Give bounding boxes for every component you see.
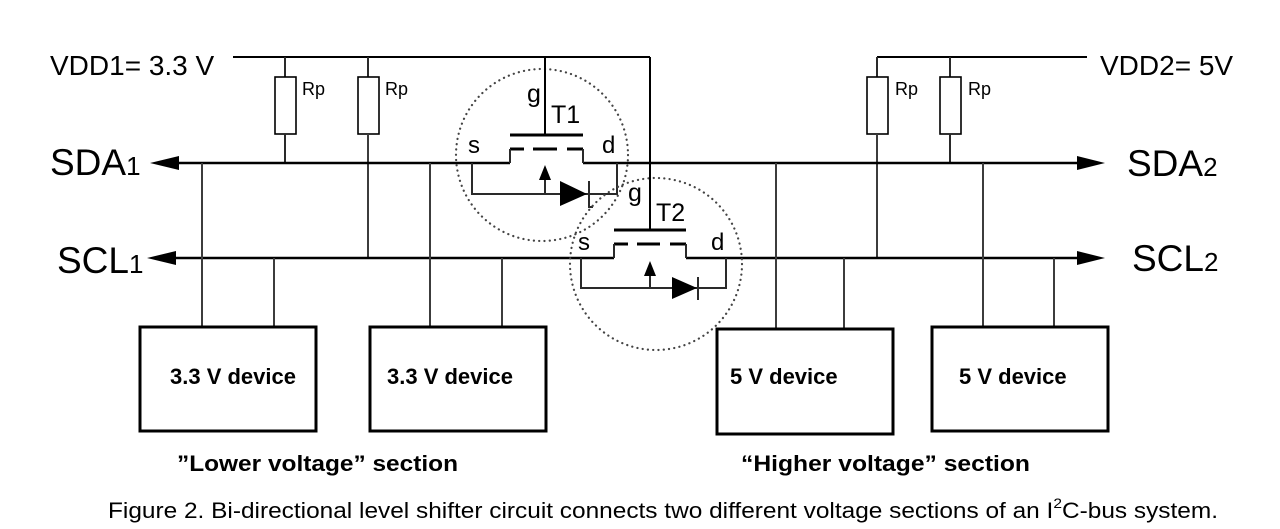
t2-source-label: s [578, 229, 590, 256]
t2-highlight-circle [568, 176, 744, 352]
caption-superscript: 2 [1053, 495, 1062, 511]
t2-channel-leads [613, 244, 687, 258]
lower-voltage-section-label: ”Lower voltage” section [177, 451, 458, 476]
scl2-arrow-icon [1077, 251, 1105, 265]
t1-name-label: T1 [551, 101, 580, 129]
bus-name: SCL [57, 240, 129, 281]
t1-gate-label: g [527, 80, 541, 108]
bus-index: 2 [1203, 152, 1217, 182]
t2-substrate-arrow-icon [644, 261, 656, 276]
pullup-resistor-scl2: Rp [866, 57, 918, 258]
mosfet-t2: g T2 s d [568, 57, 744, 352]
bus-name: SCL [1132, 238, 1204, 279]
bus-index: 1 [126, 151, 140, 181]
bus-index: 1 [129, 249, 143, 279]
resistor-label: Rp [385, 79, 408, 99]
t1-channel-leads [509, 149, 584, 163]
device-label: 3.3 V device [170, 364, 296, 389]
device-3v3-b: 3.3 V device [368, 163, 548, 433]
t1-substrate-arrow-icon [539, 165, 551, 180]
device-box [138, 325, 318, 433]
pullup-resistor-sda2: Rp [939, 57, 991, 163]
t2-body-diode-loop [580, 258, 727, 289]
pullup-resistor-scl1: Rp [357, 57, 408, 258]
t1-diode-icon [560, 181, 587, 206]
t2-name-label: T2 [656, 199, 685, 227]
device-box [715, 327, 895, 436]
t2-diode-icon [672, 277, 697, 299]
bus-index: 2 [1204, 247, 1218, 277]
resistor-body [866, 76, 889, 135]
scl1-label: SCL1 [57, 240, 143, 281]
device-5v-a: 5 V device [715, 163, 895, 436]
scl2-label: SCL2 [1132, 238, 1218, 279]
resistor-body [274, 76, 297, 135]
bus-name: SDA [1127, 143, 1203, 184]
t1-diode-cathode [588, 181, 593, 208]
sda1-label: SDA1 [50, 142, 141, 183]
scl1-arrow-icon [147, 251, 176, 265]
t2-drain-label: d [711, 229, 724, 256]
resistor-body [357, 76, 380, 135]
device-label: 5 V device [959, 364, 1067, 389]
device-label: 5 V device [730, 364, 838, 389]
figure-caption: Figure 2. Bi-directional level shifter c… [108, 495, 1218, 523]
vdd1-label: VDD1= 3.3 V [50, 50, 215, 81]
sda2-label: SDA2 [1127, 143, 1218, 184]
resistor-label: Rp [895, 79, 918, 99]
vdd2-label: VDD2= 5V [1100, 50, 1233, 81]
resistor-label: Rp [968, 79, 991, 99]
t1-source-label: s [468, 132, 480, 159]
resistor-label: Rp [302, 79, 325, 99]
bus-name: SDA [50, 142, 126, 183]
sda2-arrow-icon [1077, 156, 1105, 170]
t1-drain-label: d [602, 132, 615, 159]
device-label: 3.3 V device [387, 364, 513, 389]
device-3v3-a: 3.3 V device [138, 163, 318, 433]
caption-text: Figure 2. Bi-directional level shifter c… [108, 498, 1053, 523]
resistor-body [939, 76, 962, 135]
pullup-resistor-sda1: Rp [274, 57, 325, 163]
t2-gate-label: g [628, 179, 642, 207]
device-box [368, 325, 548, 433]
higher-voltage-section-label: “Higher voltage” section [741, 451, 1030, 476]
caption-text-end: C-bus system. [1062, 498, 1218, 523]
device-5v-b: 5 V device [930, 163, 1110, 433]
device-box [930, 325, 1110, 433]
t1-highlight-circle [454, 67, 630, 243]
sda1-arrow-icon [150, 156, 179, 170]
mosfet-t1: g T1 s d [454, 57, 630, 243]
